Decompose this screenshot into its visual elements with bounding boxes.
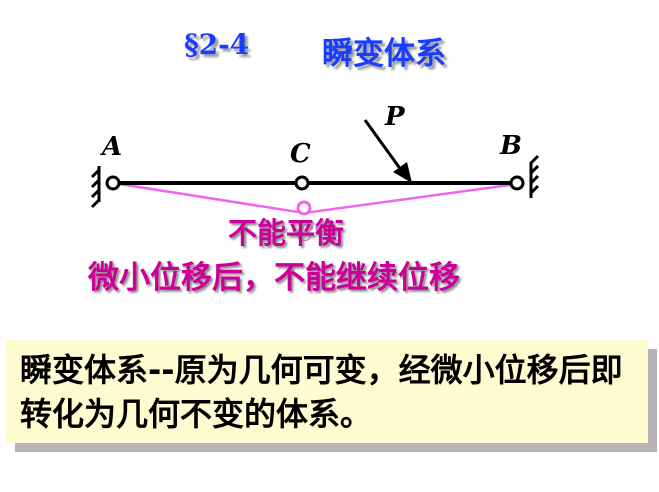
cannot-balance-note: 不能平衡 <box>228 216 345 250</box>
hinge-b <box>509 175 525 191</box>
load-arrow-p <box>363 119 412 183</box>
label-c: C <box>290 139 311 169</box>
displaced-hinge-c-prime <box>296 200 312 216</box>
hinge-c <box>294 175 310 191</box>
slide-title: §2-4 瞬变体系 <box>0 28 659 72</box>
title-text: 瞬变体系 <box>322 36 446 72</box>
label-a: A <box>99 132 122 162</box>
section-number: §2-4 <box>184 28 250 61</box>
support-a-wall <box>90 166 101 209</box>
support-b-wall <box>529 154 540 198</box>
label-b: B <box>499 131 522 161</box>
beam-diagram: A C B P C' <box>90 102 540 247</box>
definition-text: 瞬变体系--原为几何可变，经微小位移后即转化为几何不变的体系。 <box>20 351 623 433</box>
cannot-continue-note: 微小位移后，不能继续位移 <box>88 260 460 296</box>
displaced-beam <box>112 181 518 215</box>
label-c-prime: C' <box>296 221 320 247</box>
hinge-a <box>105 175 121 191</box>
label-p: P <box>384 102 406 132</box>
definition-box: 瞬变体系--原为几何可变，经微小位移后即转化为几何不变的体系。 <box>6 340 648 443</box>
